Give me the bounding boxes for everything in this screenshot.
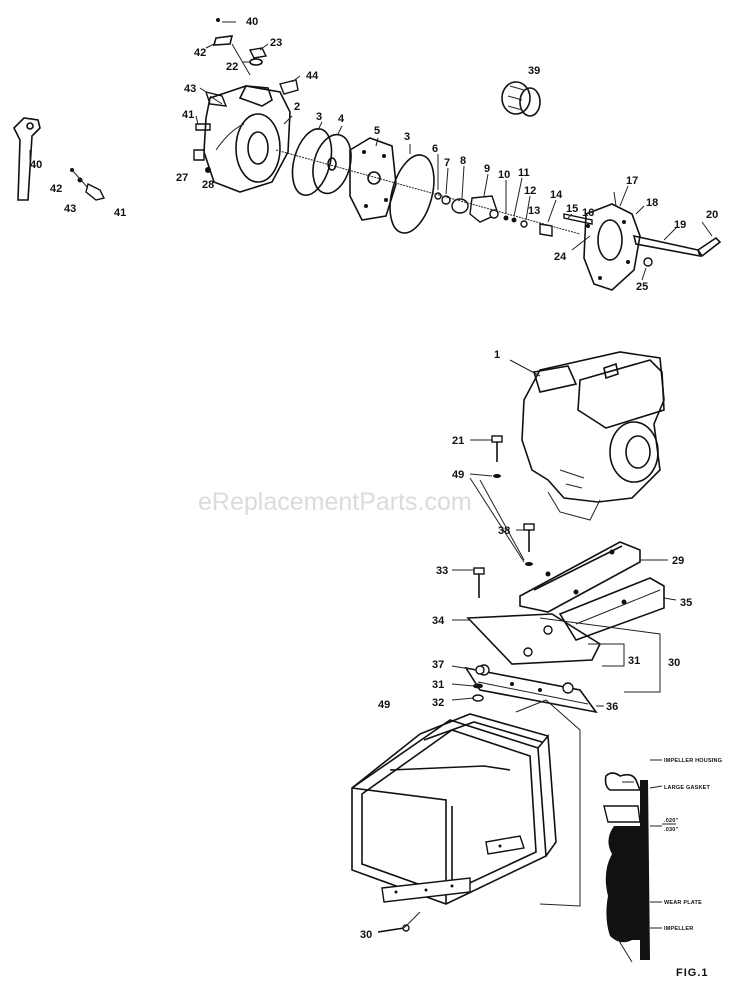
figure-label: FIG.1 xyxy=(676,967,709,979)
part-label: 2 xyxy=(294,101,300,113)
part-label: 37 xyxy=(432,659,444,671)
part-label: 23 xyxy=(270,37,282,49)
part-label: 20 xyxy=(706,209,718,221)
part-49-frame xyxy=(351,713,557,905)
part-22-nut xyxy=(643,257,653,267)
callout-wear-plate: WEAR PLATE xyxy=(664,900,702,906)
callout-impeller: IMPELLER xyxy=(664,926,693,932)
part-label: 30 xyxy=(668,657,680,669)
detail-callouts: IMPELLER HOUSING LARGE GASKET .020" .030… xyxy=(662,758,722,932)
part-label: 11 xyxy=(518,167,530,179)
part-33-base-plate xyxy=(466,613,602,665)
part-label: 25 xyxy=(636,281,648,293)
callout-impeller-housing: IMPELLER HOUSING xyxy=(664,758,722,764)
part-label: 4 xyxy=(338,113,345,125)
part-2-pump-housing xyxy=(203,85,291,193)
part-label: 31 xyxy=(628,655,640,667)
callout-clearance-min: .030" xyxy=(664,827,679,833)
part-label: 32 xyxy=(432,697,444,709)
part-label: 40 xyxy=(30,159,42,171)
part-label: 39 xyxy=(528,65,540,77)
part-36-30-31-hardware xyxy=(472,665,485,702)
part-label: 13 xyxy=(528,205,540,217)
part-3-large-gasket xyxy=(389,154,435,234)
part-label: 30 xyxy=(360,929,372,941)
part-19-20-shaft xyxy=(632,234,722,258)
part-label: 1 xyxy=(494,349,500,361)
part-label: 43 xyxy=(64,203,76,215)
part-label: 38 xyxy=(498,525,510,537)
part-40-42-fitting xyxy=(70,168,106,201)
part-1-engine xyxy=(521,351,665,521)
part-18-adapter-bracket xyxy=(583,191,641,291)
part-label: 3 xyxy=(404,131,410,143)
part-label: 33 xyxy=(436,565,448,577)
part-29-screw xyxy=(377,911,421,933)
part-label: 40 xyxy=(246,16,258,28)
callout-clearance-max: .020" xyxy=(664,818,679,824)
part-label: 44 xyxy=(306,70,319,82)
impeller-clearance-detail xyxy=(603,759,663,963)
part-label: 43 xyxy=(184,83,196,95)
part-47-fitting xyxy=(279,79,299,95)
part-label: 19 xyxy=(674,219,686,231)
part-label: 22 xyxy=(226,61,238,73)
part-label: 6 xyxy=(432,143,438,155)
part-label: 36 xyxy=(606,701,618,713)
part-label: 42 xyxy=(50,183,62,195)
part-label: 31 xyxy=(432,679,444,691)
part-37-bolt xyxy=(523,523,535,566)
part-label: 35 xyxy=(680,597,692,609)
part-43-45-clip xyxy=(212,18,251,76)
part-label: 18 xyxy=(646,197,658,209)
part-label: 17 xyxy=(626,175,638,187)
part-label: 34 xyxy=(432,615,445,627)
part-label: 15 xyxy=(566,203,578,215)
part-label: 41 xyxy=(182,109,194,121)
part-38-bushing xyxy=(501,81,541,117)
part-21-bolt xyxy=(491,435,503,478)
part-5-plate xyxy=(349,137,397,221)
part-label: 8 xyxy=(460,155,466,167)
part-label: 29 xyxy=(672,555,684,567)
part-label: 12 xyxy=(524,185,536,197)
part-label: 21 xyxy=(452,435,464,447)
part-label: 42 xyxy=(194,47,206,59)
part-label: 5 xyxy=(374,125,380,137)
part-44-pin xyxy=(195,123,211,131)
part-label: 24 xyxy=(554,251,567,263)
part-label: 27 xyxy=(176,172,188,184)
part-35-rail xyxy=(464,664,598,714)
part-3-gasket xyxy=(291,128,333,196)
leader-lines xyxy=(195,21,713,707)
part-label: 14 xyxy=(550,189,563,201)
part-39-handle xyxy=(13,117,41,201)
part-label: 7 xyxy=(444,157,450,169)
part-label: 28 xyxy=(202,179,214,191)
part-26-27-plug xyxy=(248,47,268,66)
callout-large-gasket: LARGE GASKET xyxy=(664,785,711,791)
part-label: 49 xyxy=(378,699,390,711)
watermark: eReplacementParts.com xyxy=(198,488,472,516)
part-label: 3 xyxy=(316,111,322,123)
part-label: 10 xyxy=(498,169,510,181)
part-label: 9 xyxy=(484,163,490,175)
part-24-25-drain-plug xyxy=(193,149,211,173)
rail-to-frame-bracket xyxy=(515,699,581,907)
part-34-bracket xyxy=(558,577,665,641)
part-label: 49 xyxy=(452,469,464,481)
part-label: 41 xyxy=(114,207,126,219)
part-label: 16 xyxy=(582,207,594,219)
part-32-bolt xyxy=(473,567,485,598)
part-number-labels: 40 42 22 23 44 43 41 2 3 4 5 3 6 7 8 9 1… xyxy=(30,16,718,941)
part-28-mount-plate xyxy=(519,541,641,613)
